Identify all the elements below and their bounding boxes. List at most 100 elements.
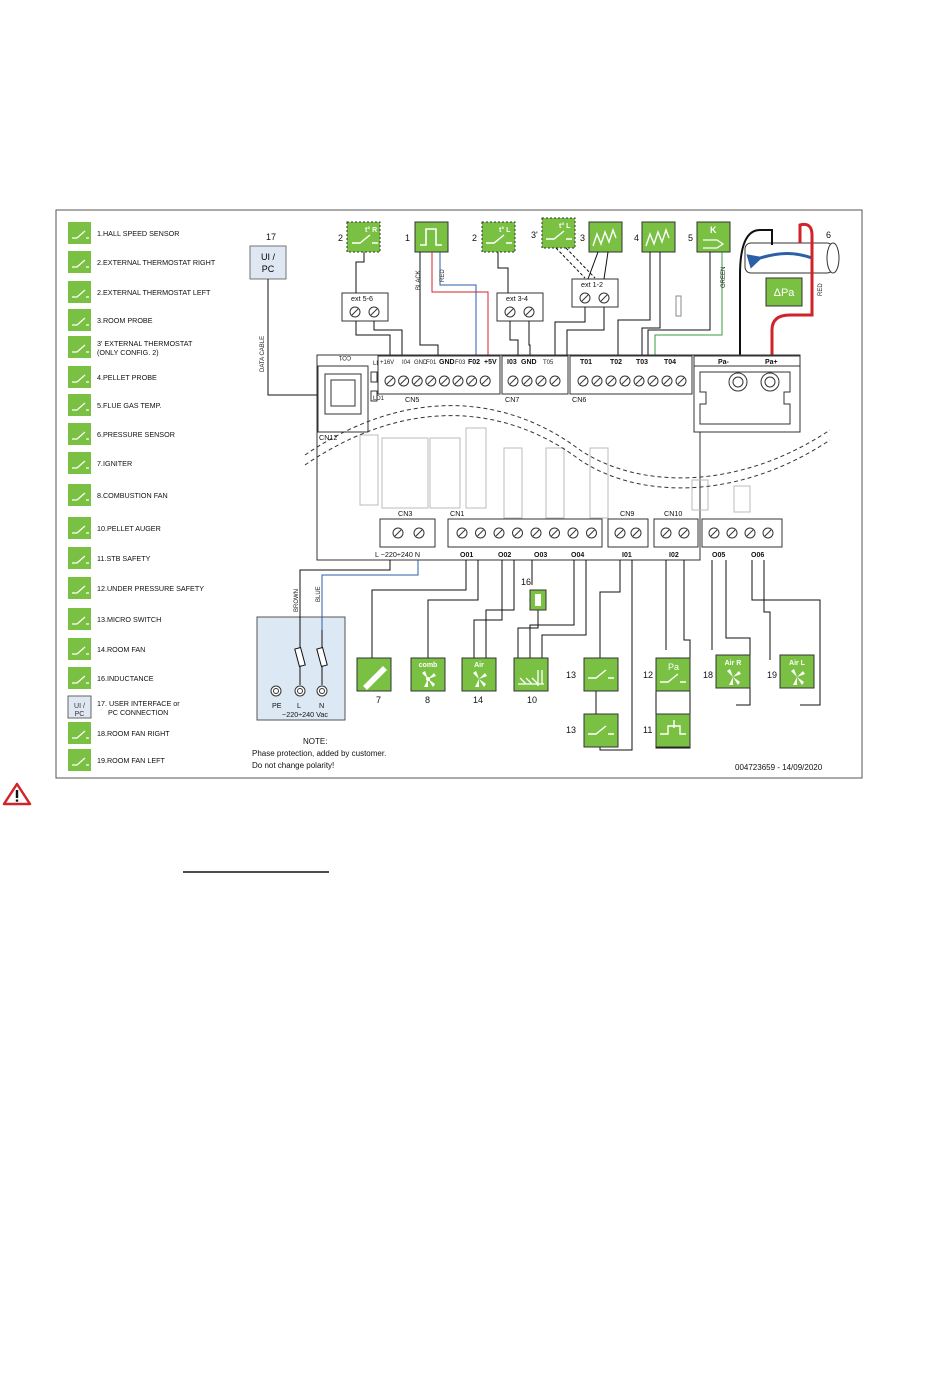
- cn1-screw: [549, 527, 560, 539]
- pellet-auger-icon: 10: [513, 657, 549, 705]
- svg-text:14: 14: [473, 695, 483, 705]
- cn5-pin-label: GND: [439, 359, 455, 366]
- voltage-label: ~220÷240 Vac: [282, 710, 328, 719]
- legend-pc-text: PC: [75, 711, 85, 718]
- svg-text:12: 12: [643, 670, 653, 680]
- pellet-probe-icon: 4: [634, 221, 676, 253]
- cn5-screw: [398, 375, 410, 387]
- cn6-screw: [577, 375, 589, 387]
- room-fan-icon: [68, 638, 91, 660]
- cn6-screw: [619, 375, 631, 387]
- svg-text:LD1: LD1: [373, 396, 385, 402]
- legend-item: 2.EXTERNAL THERMOSTAT RIGHT: [68, 251, 216, 273]
- cn5-screw: [384, 375, 396, 387]
- cn12-label: CN12: [319, 433, 337, 442]
- legend-label: 10.PELLET AUGER: [97, 524, 161, 533]
- cn6-screw: [661, 375, 673, 387]
- thermostat-right-icon: 2 t° R: [338, 221, 381, 253]
- cn6-screw: [605, 375, 617, 387]
- data-cable-wire: [267, 279, 318, 396]
- cn7-screw: [521, 375, 533, 387]
- cn1-label: CN1: [450, 509, 464, 518]
- pressure-sensor-icon: ΔPa: [774, 287, 796, 299]
- micro-switch-icon: [68, 608, 91, 630]
- legend-label: 2.EXTERNAL THERMOSTAT RIGHT: [97, 258, 216, 267]
- legend-label: 19.ROOM FAN LEFT: [97, 756, 166, 765]
- svg-text:7: 7: [376, 695, 381, 705]
- ui-line1: UI /: [261, 252, 276, 262]
- flue-green-wire: [654, 252, 723, 361]
- ui-pc-box: 17 UI / PC: [249, 232, 287, 280]
- cn1-screw: [567, 527, 579, 539]
- bottom-pin-label: O06: [751, 552, 764, 559]
- svg-text:13: 13: [566, 725, 576, 735]
- cn6-screw: [591, 375, 603, 387]
- svg-text:8: 8: [425, 695, 430, 705]
- bottom-pin-label: O04: [571, 552, 584, 559]
- blue-wire-label: BLUE: [316, 586, 322, 602]
- pa-plus-label: Pa+: [765, 359, 778, 366]
- cn5-screw: [466, 375, 478, 387]
- cn6-screw: [633, 375, 645, 387]
- thermostat-config2-icon: [68, 336, 91, 358]
- out-screw: [744, 527, 756, 539]
- inductance-icon: 16: [521, 577, 547, 611]
- bottom-pin-label: O05: [712, 552, 725, 559]
- flue-gas-icon: 5 K: [688, 221, 731, 253]
- svg-text:ext 1-2: ext 1-2: [581, 280, 603, 289]
- cn5-pin-label: I04: [402, 360, 411, 366]
- warning-icon: [2, 782, 32, 806]
- cn6-label: CN6: [572, 395, 586, 404]
- n-label: N: [319, 701, 324, 710]
- cn9-label: CN9: [620, 509, 634, 518]
- cn3-label: CN3: [398, 509, 412, 518]
- cn5-screw: [411, 375, 423, 387]
- cn7-pin-label: I03: [507, 359, 517, 366]
- cn1-screw: [475, 527, 486, 539]
- legend-item: 16.INDUCTANCE: [68, 667, 154, 689]
- svg-text:1: 1: [405, 233, 410, 243]
- pressure-sensor-icon: [68, 423, 91, 445]
- brown-wire-label: BROWN: [294, 589, 300, 612]
- cn7-pin-label: GND: [521, 359, 537, 366]
- cn5-terminal: [384, 375, 491, 387]
- power-terminal: [294, 685, 306, 697]
- o05-o06-terminal: [708, 527, 774, 539]
- cn7-terminal: [507, 375, 561, 387]
- svg-text:t° L: t° L: [559, 222, 571, 230]
- room-fan-icon: Air 14: [461, 657, 497, 705]
- svg-text:ext 5-6: ext 5-6: [351, 294, 373, 303]
- svg-text:16: 16: [521, 577, 531, 587]
- svg-text:4: 4: [634, 233, 639, 243]
- svg-text:t° R: t° R: [365, 226, 377, 234]
- bottom-pin-label: I01: [622, 552, 632, 559]
- svg-text:Air R: Air R: [725, 660, 742, 667]
- pellet-auger-icon: [68, 517, 91, 539]
- cn5-screw: [438, 375, 450, 387]
- legend-label: 14.ROOM FAN: [97, 645, 145, 654]
- cn5-pin-label: F01: [426, 360, 437, 366]
- legend-label-line2: PC CONNECTION: [108, 708, 168, 717]
- power-supply-box: BROWN BLUE PE L N ~220÷240 Vac: [256, 560, 419, 721]
- svg-text:6: 6: [826, 230, 831, 240]
- hall-red-wire: [431, 252, 489, 361]
- svg-text:3': 3': [531, 230, 538, 240]
- legend-item: 12.UNDER PRESSURE SAFETY: [68, 577, 204, 599]
- bottom-pin-label: O03: [534, 552, 547, 559]
- cn1-screw: [456, 527, 468, 539]
- co1-label: CO1: [338, 354, 351, 360]
- ext34-connector: ext 3-4: [496, 292, 544, 322]
- cn6-terminal: [577, 375, 687, 387]
- svg-text:K: K: [710, 225, 717, 235]
- cn3-pins: L ~220÷240 N: [375, 550, 420, 559]
- legend-item: 19.ROOM FAN LEFT: [68, 749, 166, 771]
- svg-text:13: 13: [566, 670, 576, 680]
- legend-label: 2.EXTERNAL THERMOSTAT LEFT: [97, 288, 211, 297]
- legend-label: 3' EXTERNAL THERMOSTAT: [97, 339, 193, 348]
- legend-label: 13.MICRO SWITCH: [97, 615, 161, 624]
- red-tube-label: RED: [818, 283, 824, 296]
- legend-label: 7.IGNITER: [97, 459, 132, 468]
- cn1-screw: [493, 527, 505, 539]
- legend-item: 10.PELLET AUGER: [68, 517, 161, 539]
- cn5-pin-label: F03: [455, 360, 466, 366]
